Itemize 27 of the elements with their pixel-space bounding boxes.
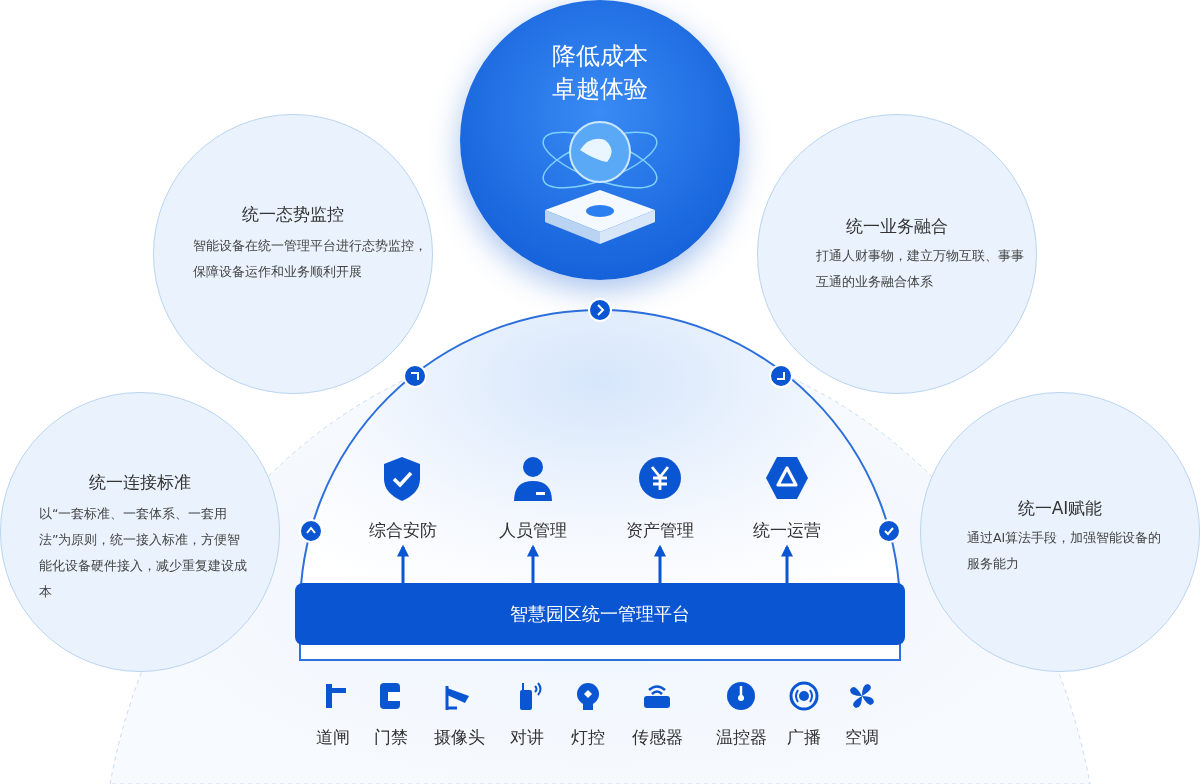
arrow <box>654 544 666 583</box>
circle-description: 通过AI算法手段，加强智能设备的服务能力 <box>967 529 1163 573</box>
circle-heading: 统一业务融合 <box>845 215 949 238</box>
device-label: 传感器 <box>630 726 684 749</box>
module-label: 资产管理 <box>625 519 695 542</box>
module-label: 综合安防 <box>368 519 438 542</box>
circle-heading: 统一AI赋能 <box>1016 497 1104 520</box>
device-label: 摄像头 <box>432 726 486 749</box>
circle-description: 打通人财事物，建立万物互联、事事互通的业务融合体系 <box>816 247 1025 291</box>
device-label: 空调 <box>844 726 880 749</box>
device-label: 广播 <box>786 726 822 749</box>
circle-heading: 统一态势监控 <box>241 203 345 226</box>
module-label: 统一运营 <box>752 519 822 542</box>
platform-bar: 智慧园区统一管理平台 <box>295 583 905 645</box>
device-label: 道闸 <box>315 726 351 749</box>
device-label: 温控器 <box>714 726 768 749</box>
circle-description: 智能设备在统一管理平台进行态势监控，保障设备运作和业务顺利开展 <box>193 237 428 281</box>
arrow <box>527 544 539 583</box>
circle-heading: 统一连接标准 <box>88 471 192 494</box>
circle-description: 以“一套标准、一套体系、一套用法”为原则，统一接入标准，方便智能化设备硬件接入，减少重复建设成本 <box>39 505 248 601</box>
circle-heading: 降低成本卓越体验 <box>551 41 649 105</box>
arrow <box>781 544 793 583</box>
device-label: 对讲 <box>509 726 545 749</box>
device-label: 门禁 <box>373 726 409 749</box>
device-label: 灯控 <box>570 726 606 749</box>
arrow <box>397 544 409 583</box>
module-label: 人员管理 <box>498 519 568 542</box>
